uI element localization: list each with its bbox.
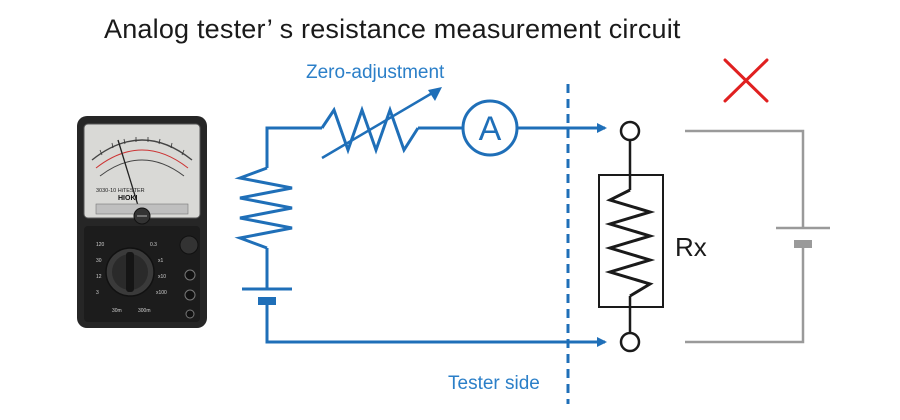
- terminal-bottom: [619, 331, 641, 353]
- internal-resistor: [234, 166, 293, 250]
- svg-text:x10: x10: [158, 274, 166, 280]
- svg-text:12: 12: [96, 274, 102, 280]
- tester-wire-bottom: [265, 304, 607, 347]
- svg-text:3: 3: [96, 290, 99, 296]
- svg-text:30m: 30m: [112, 308, 122, 314]
- rx-resistor: Rx: [598, 120, 707, 353]
- svg-text:x1: x1: [158, 258, 164, 264]
- svg-text:x100: x100: [156, 290, 167, 296]
- svg-text:300m: 300m: [138, 308, 151, 314]
- svg-text:30: 30: [96, 258, 102, 264]
- red-x-icon: [723, 58, 769, 103]
- svg-text:0.3: 0.3: [150, 242, 157, 248]
- tester-wire-top-left: [265, 126, 322, 168]
- ammeter-label: A: [479, 110, 502, 148]
- svg-text:120: 120: [96, 242, 105, 248]
- ammeter-symbol: A: [461, 99, 519, 157]
- external-circuit: [685, 129, 805, 344]
- diagram-title: Analog tester’ s resistance measurement …: [104, 14, 681, 44]
- terminal-top: [619, 120, 641, 142]
- tester-circuit: [234, 105, 607, 347]
- zero-adjustment-label: Zero-adjustment: [306, 62, 445, 83]
- meter-brand-text: HIOKI: [118, 195, 138, 202]
- rx-label: Rx: [675, 232, 707, 262]
- variable-arrow: [321, 87, 442, 160]
- meter-model-text: 3030-10 HiTESTER: [96, 188, 145, 194]
- external-battery-icon: [776, 226, 830, 248]
- analog-tester-image: 3030-10 HiTESTER HIOKI 120 30 12 3 0.3 x1 x1…: [77, 116, 207, 328]
- internal-battery-icon: [242, 287, 292, 305]
- tester-side-label: Tester side: [448, 373, 540, 394]
